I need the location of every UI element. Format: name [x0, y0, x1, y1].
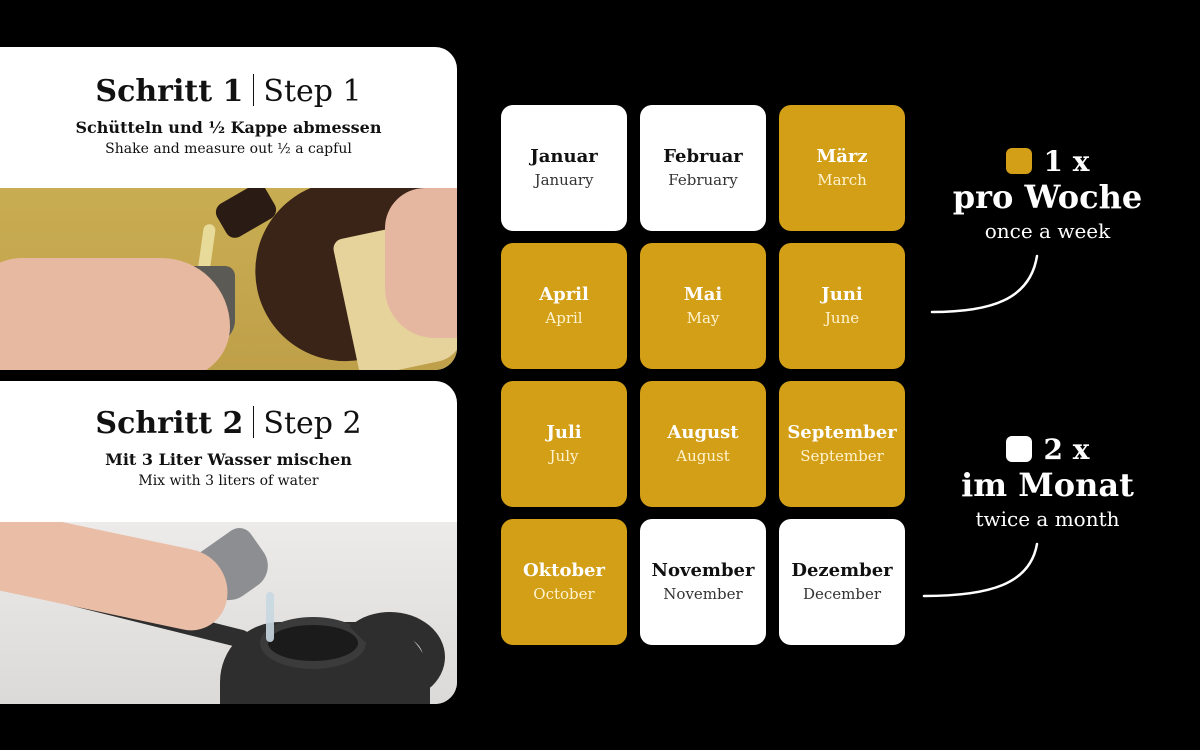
title-divider: [253, 74, 255, 106]
step-2-instruction-de: Mit 3 Liter Wasser mischen: [105, 450, 352, 469]
step-2-title-en: Step 2: [263, 406, 362, 441]
legend-weekly: 1 x pro Woche once a week: [940, 146, 1155, 244]
right-hand-shape: [385, 188, 457, 338]
month-name-de: Juli: [546, 422, 582, 443]
month-name-de: Mai: [683, 284, 723, 305]
month-name-de: Juni: [821, 284, 863, 305]
month-name-de: Februar: [663, 146, 743, 167]
step-1-header: Schritt 1 Step 1 Schütteln und ½ Kappe ab…: [0, 47, 457, 188]
water-stream-shape: [266, 592, 274, 642]
legend-weekly-swatch: [1005, 148, 1032, 174]
month-name-en: December: [802, 585, 882, 603]
month-name-en: March: [817, 171, 867, 189]
month-name-en: January: [534, 171, 594, 189]
step-2-title-de: Schritt 2: [95, 406, 244, 441]
legend-monthly-label-de: im Monat: [961, 466, 1134, 504]
month-name-en: August: [676, 447, 730, 465]
step-1-title-de: Schritt 1: [95, 74, 244, 109]
legend-monthly-label-en: twice a month: [975, 507, 1120, 531]
month-name-en: February: [668, 171, 738, 189]
left-hand-shape: [0, 258, 230, 370]
step-1-title: Schritt 1 Step 1: [0, 73, 457, 111]
month-name-en: October: [533, 585, 595, 603]
month-name-de: April: [539, 284, 589, 305]
legend-weekly-count-row: 1 x: [940, 146, 1155, 178]
step-1-instruction-de: Schütteln und ½ Kappe abmessen: [75, 118, 382, 137]
month-name-de: September: [787, 422, 897, 443]
month-name-en: April: [545, 309, 583, 327]
step-1-card: Schritt 1 Step 1 Schütteln und ½ Kappe ab…: [0, 47, 457, 370]
legend-monthly: 2 x im Monat twice a month: [940, 434, 1155, 532]
step-1-title-en: Step 1: [263, 74, 362, 109]
month-name-en: September: [800, 447, 884, 465]
step-2-title: Schritt 2 Step 2: [0, 405, 457, 443]
legend-monthly-count: 2 x: [1043, 433, 1090, 466]
legend-weekly-label-de: pro Woche: [952, 178, 1143, 216]
title-divider: [253, 406, 255, 438]
step-1-instruction-en: Shake and measure out ½ a capful: [105, 141, 352, 157]
legend-monthly-swatch: [1005, 436, 1032, 462]
step-2-instruction-en: Mix with 3 liters of water: [138, 473, 319, 489]
step-2-photo: [0, 522, 457, 704]
step-2-header: Schritt 2 Step 2 Mit 3 Liter Wasser misch…: [0, 381, 457, 522]
month-name-de: Januar: [530, 146, 598, 167]
month-name-de: Dezember: [791, 560, 893, 581]
month-name-en: July: [549, 447, 579, 465]
month-name-en: June: [824, 309, 860, 327]
weekly-connector-line: [930, 254, 1039, 314]
legend-monthly-count-row: 2 x: [940, 434, 1155, 466]
month-name-en: May: [686, 309, 720, 327]
step-1-photo: [0, 188, 457, 370]
month-name-en: November: [663, 585, 743, 603]
month-name-de: März: [816, 146, 868, 167]
step-2-card: Schritt 2 Step 2 Mit 3 Liter Wasser misch…: [0, 381, 457, 704]
monthly-connector-line: [922, 542, 1039, 598]
month-name-de: November: [651, 560, 755, 581]
legend-weekly-label-en: once a week: [984, 219, 1111, 243]
month-name-de: Oktober: [523, 560, 605, 581]
legend-weekly-count: 1 x: [1043, 145, 1090, 178]
month-name-de: August: [667, 422, 739, 443]
